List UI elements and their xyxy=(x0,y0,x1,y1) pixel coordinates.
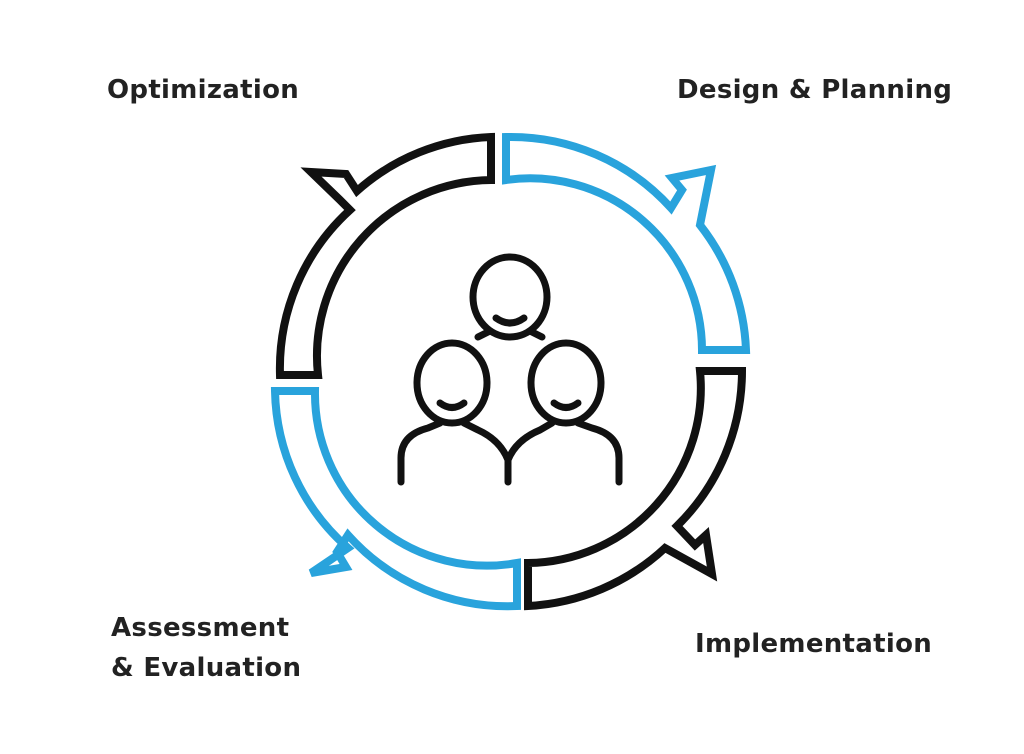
person-left-head xyxy=(413,339,491,427)
person-top-shoulders xyxy=(474,327,546,341)
label-implementation: Implementation xyxy=(695,629,933,659)
person-right-body xyxy=(504,419,623,486)
assessment-arc-arrow xyxy=(270,387,521,611)
label-assessment-evaluation: Assessment & Evaluation xyxy=(111,608,301,688)
person-right-smile xyxy=(550,399,582,411)
label-assessment-line2: & Evaluation xyxy=(111,653,302,683)
implementation-arc-arrow xyxy=(524,367,747,611)
person-left-body xyxy=(397,419,512,486)
person-top-smile xyxy=(492,314,528,327)
person-left-smile xyxy=(436,399,468,411)
design-arc-arrow xyxy=(502,132,751,354)
person-right-head xyxy=(527,339,605,427)
people-group-icon xyxy=(397,253,623,486)
label-design-planning: Design & Planning xyxy=(677,75,953,105)
label-assessment-line1: Assessment xyxy=(111,613,290,643)
person-top-head xyxy=(469,253,551,341)
optimization-arc-arrow xyxy=(275,132,495,379)
label-optimization: Optimization xyxy=(107,75,300,105)
